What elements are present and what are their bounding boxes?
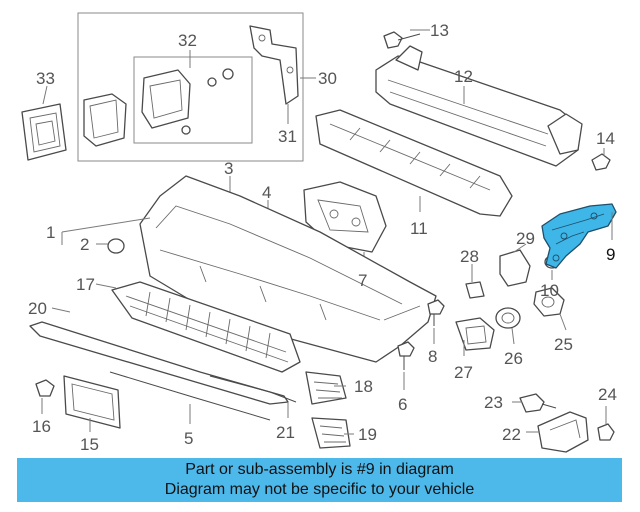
callout-24: 24 xyxy=(598,385,617,404)
part-2-cap[interactable] xyxy=(96,238,125,254)
parts-diagram: 1 2 3 4 5 6 7 8 9 10 11 12 13 14 15 16 1… xyxy=(21,12,617,454)
part-32-radar-unit[interactable] xyxy=(83,50,234,147)
part-33-sensor-housing[interactable] xyxy=(21,85,67,161)
part-13-bolt[interactable] xyxy=(383,29,430,49)
callout-25: 25 xyxy=(554,335,573,354)
part-29-bracket[interactable] xyxy=(499,243,531,287)
part-25-sensor[interactable] xyxy=(533,287,567,331)
callout-14: 14 xyxy=(596,129,615,148)
callout-6: 6 xyxy=(398,395,407,414)
callout-21: 21 xyxy=(276,423,295,442)
part-18-side-grille[interactable] xyxy=(305,371,347,405)
callout-22: 22 xyxy=(502,425,521,444)
part-9-mounting-bracket[interactable] xyxy=(541,203,617,269)
callout-9: 9 xyxy=(606,245,615,264)
callout-23: 23 xyxy=(484,393,503,412)
callout-27: 27 xyxy=(454,363,473,382)
callout-5: 5 xyxy=(184,429,193,448)
part-21-trim[interactable] xyxy=(209,375,297,418)
part-27-bracket[interactable] xyxy=(455,317,495,356)
callout-15: 15 xyxy=(80,435,99,454)
callout-31: 31 xyxy=(278,127,297,146)
callout-3: 3 xyxy=(224,159,233,178)
callout-33: 33 xyxy=(36,69,55,88)
part-22-bracket[interactable] xyxy=(526,411,589,453)
callout-8: 8 xyxy=(428,347,437,366)
callout-18: 18 xyxy=(354,377,373,396)
callout-26: 26 xyxy=(504,349,523,368)
callout-10: 10 xyxy=(540,281,559,300)
banner-line-disclaimer: Diagram may not be specific to your vehi… xyxy=(164,481,475,498)
callout-1: 1 xyxy=(46,223,55,242)
callout-17: 17 xyxy=(76,275,95,294)
callout-13: 13 xyxy=(430,21,449,40)
callout-29: 29 xyxy=(516,229,535,248)
callout-19: 19 xyxy=(358,425,377,444)
part-30-bracket[interactable] xyxy=(249,25,316,124)
part-6-screw[interactable] xyxy=(397,341,415,390)
callout-30: 30 xyxy=(318,69,337,88)
part-24-clip[interactable] xyxy=(597,406,615,441)
info-banner: Part or sub-assembly is #9 in diagram Di… xyxy=(17,458,622,502)
inset-frame xyxy=(77,12,304,162)
part-5-lower-trim[interactable] xyxy=(109,371,271,424)
part-19-side-grille[interactable] xyxy=(311,417,354,449)
callout-7: 7 xyxy=(358,271,367,290)
callout-12: 12 xyxy=(454,67,473,86)
callout-28: 28 xyxy=(460,247,479,266)
part-8-screw[interactable] xyxy=(427,299,445,344)
part-12-reinforcement-bar[interactable] xyxy=(375,45,583,167)
callout-20: 20 xyxy=(28,299,47,318)
banner-line-part: Part or sub-assembly is #9 in diagram xyxy=(185,461,454,478)
part-17-lower-grille[interactable] xyxy=(95,281,301,373)
part-11-absorber[interactable] xyxy=(315,109,513,217)
part-16-clip[interactable] xyxy=(35,379,55,414)
part-23-bolt[interactable] xyxy=(512,393,557,413)
callout-16: 16 xyxy=(32,417,51,436)
callout-32: 32 xyxy=(178,31,197,50)
part-26-grommet[interactable] xyxy=(495,307,521,345)
callout-labels: 1 2 3 4 5 6 7 8 9 10 11 12 13 14 15 16 1… xyxy=(28,21,617,454)
part-15-plate-bracket[interactable] xyxy=(63,375,121,432)
part-20-trim-strip[interactable] xyxy=(29,307,289,405)
callout-11: 11 xyxy=(410,219,428,238)
callout-2: 2 xyxy=(80,235,89,254)
part-14-bolt[interactable] xyxy=(591,148,611,171)
part-28-sensor[interactable] xyxy=(465,264,485,299)
callout-4: 4 xyxy=(262,183,271,202)
